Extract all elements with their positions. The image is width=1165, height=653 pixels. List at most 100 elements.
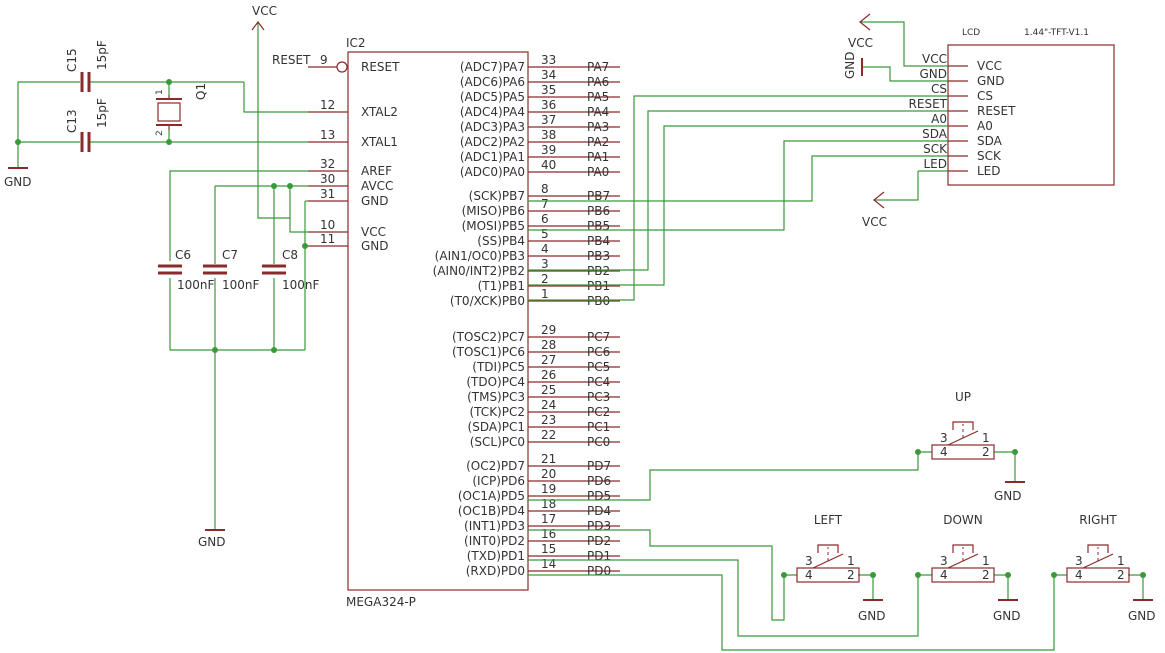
pin-name: (MISO)PB6 [462, 204, 525, 218]
pin-name: AVCC [361, 179, 393, 193]
pin-number: 23 [541, 413, 556, 427]
net-label: PC5 [587, 360, 610, 374]
pin-number: 20 [541, 467, 556, 481]
switch-pin-2: 2 [1117, 568, 1125, 582]
gnd-label-lcd: GND [843, 51, 857, 79]
lcd-pin-label: RESET [909, 97, 948, 111]
pin-name: (ADC2)PA2 [460, 135, 525, 149]
net-label: PC0 [587, 435, 610, 449]
net-label: PD7 [587, 459, 611, 473]
gnd-label-right: GND [1128, 609, 1156, 623]
c15-value: 15pF [95, 40, 109, 70]
pin-name: (TMS)PC3 [467, 390, 525, 404]
switch-pin-4: 4 [940, 568, 948, 582]
pin-name: (T0/XCK)PB0 [450, 294, 525, 308]
net-label: PA1 [587, 150, 609, 164]
switch-frame [796, 567, 860, 583]
net-label: PB5 [587, 219, 610, 233]
capacitors: C15 15pF C13 15pF C6 100nF C7 100nF C8 1… [65, 40, 320, 292]
button-label: RIGHT [1079, 513, 1117, 527]
net-label: PA7 [587, 60, 609, 74]
gnd-label-caps: GND [198, 535, 226, 549]
net-label: PD6 [587, 474, 611, 488]
net-label: PC3 [587, 390, 610, 404]
pin-name: (ADC7)PA7 [460, 60, 525, 74]
net-label: PB3 [587, 249, 610, 263]
pin-name: (INT1)PD3 [464, 519, 525, 533]
crystal-pin2: 2 [155, 130, 165, 136]
c6-value: 100nF [177, 278, 215, 292]
pin-number: 9 [320, 53, 328, 67]
lcd-pin-name: SDA [977, 134, 1003, 148]
pin-number: 18 [541, 497, 556, 511]
gnd-label-left: GND [858, 609, 886, 623]
pin-name: (TDI)PC5 [472, 360, 525, 374]
pin-name: (TCK)PC2 [470, 405, 526, 419]
pin-name: (OC1A)PD5 [458, 489, 525, 503]
switch-frame [931, 567, 995, 583]
lcd-pin-name: CS [977, 89, 993, 103]
lcd-pin-label: LED [923, 157, 947, 171]
lcd-pin-label: VCC [922, 52, 947, 66]
pin-number: 8 [541, 182, 549, 196]
lcd-pins: VCCVCCGNDGNDCSCSRESETRESETA0A0SDASDASCKS… [909, 52, 1017, 178]
switch-pin-1: 1 [982, 431, 990, 445]
pin-name: (AIN1/OC0)PB3 [435, 249, 525, 263]
junctions [15, 79, 1146, 578]
pin-name: (SDA)PC1 [468, 420, 525, 434]
pin-name: XTAL2 [361, 105, 398, 119]
pin-number: 19 [541, 482, 556, 496]
pin-number: 40 [541, 158, 556, 172]
net-label: PA3 [587, 120, 609, 134]
net-label: PB1 [587, 279, 610, 293]
pin-number: 16 [541, 527, 556, 541]
switch-pin-3: 3 [940, 431, 948, 445]
net-label: PB7 [587, 189, 610, 203]
net-label: PA4 [587, 105, 609, 119]
vcc-arrow-icon [251, 21, 265, 31]
pin-number: 12 [320, 98, 335, 112]
pin-name: VCC [361, 225, 386, 239]
pin-name: (ADC1)PA1 [460, 150, 525, 164]
crystal-pin1: 1 [155, 89, 165, 95]
pin-number: 7 [541, 197, 549, 211]
pin-name: (TOSC1)PC6 [452, 345, 525, 359]
switch-cap-icon [952, 544, 974, 553]
pin-name: (ADC3)PA3 [460, 120, 525, 134]
pin-name: AREF [361, 164, 392, 178]
lcd-model: 1.44"-TFT-V1.1 [1024, 28, 1089, 38]
switch-pin-1: 1 [847, 554, 855, 568]
pin-name: (T1)PB1 [478, 279, 525, 293]
lcd-pin-name: VCC [977, 59, 1002, 73]
pin-name: (RXD)PD0 [466, 564, 525, 578]
button-label: DOWN [943, 513, 983, 527]
pin-number: 5 [541, 227, 549, 241]
ic2-body [347, 51, 529, 591]
net-label: PC4 [587, 375, 610, 389]
lcd-pin-label: GND [919, 67, 947, 81]
reset-bubble [336, 61, 348, 73]
net-label: PC2 [587, 405, 610, 419]
switch-pin-3: 3 [1075, 554, 1083, 568]
lcd-pin-label: A0 [931, 112, 947, 126]
pin-name: (OC1B)PD4 [458, 504, 525, 518]
lcd-pin-label: CS [931, 82, 947, 96]
vcc-label-lcd: VCC [848, 36, 873, 50]
switch-cap-icon [1087, 544, 1109, 553]
switch-pin-2: 2 [982, 568, 990, 582]
net-label: PC7 [587, 330, 610, 344]
switch-frame [931, 444, 995, 460]
net-label: PB0 [587, 294, 610, 308]
vcc-label-led: VCC [862, 215, 887, 229]
pin-name: (ICP)PD6 [472, 474, 525, 488]
net-label: PD2 [587, 534, 611, 548]
pin-number: 29 [541, 323, 556, 337]
net-label: PA5 [587, 90, 609, 104]
pin-number: 21 [541, 452, 556, 466]
lcd-pin-label: SDA [922, 127, 948, 141]
switch-cap-icon [952, 421, 974, 430]
